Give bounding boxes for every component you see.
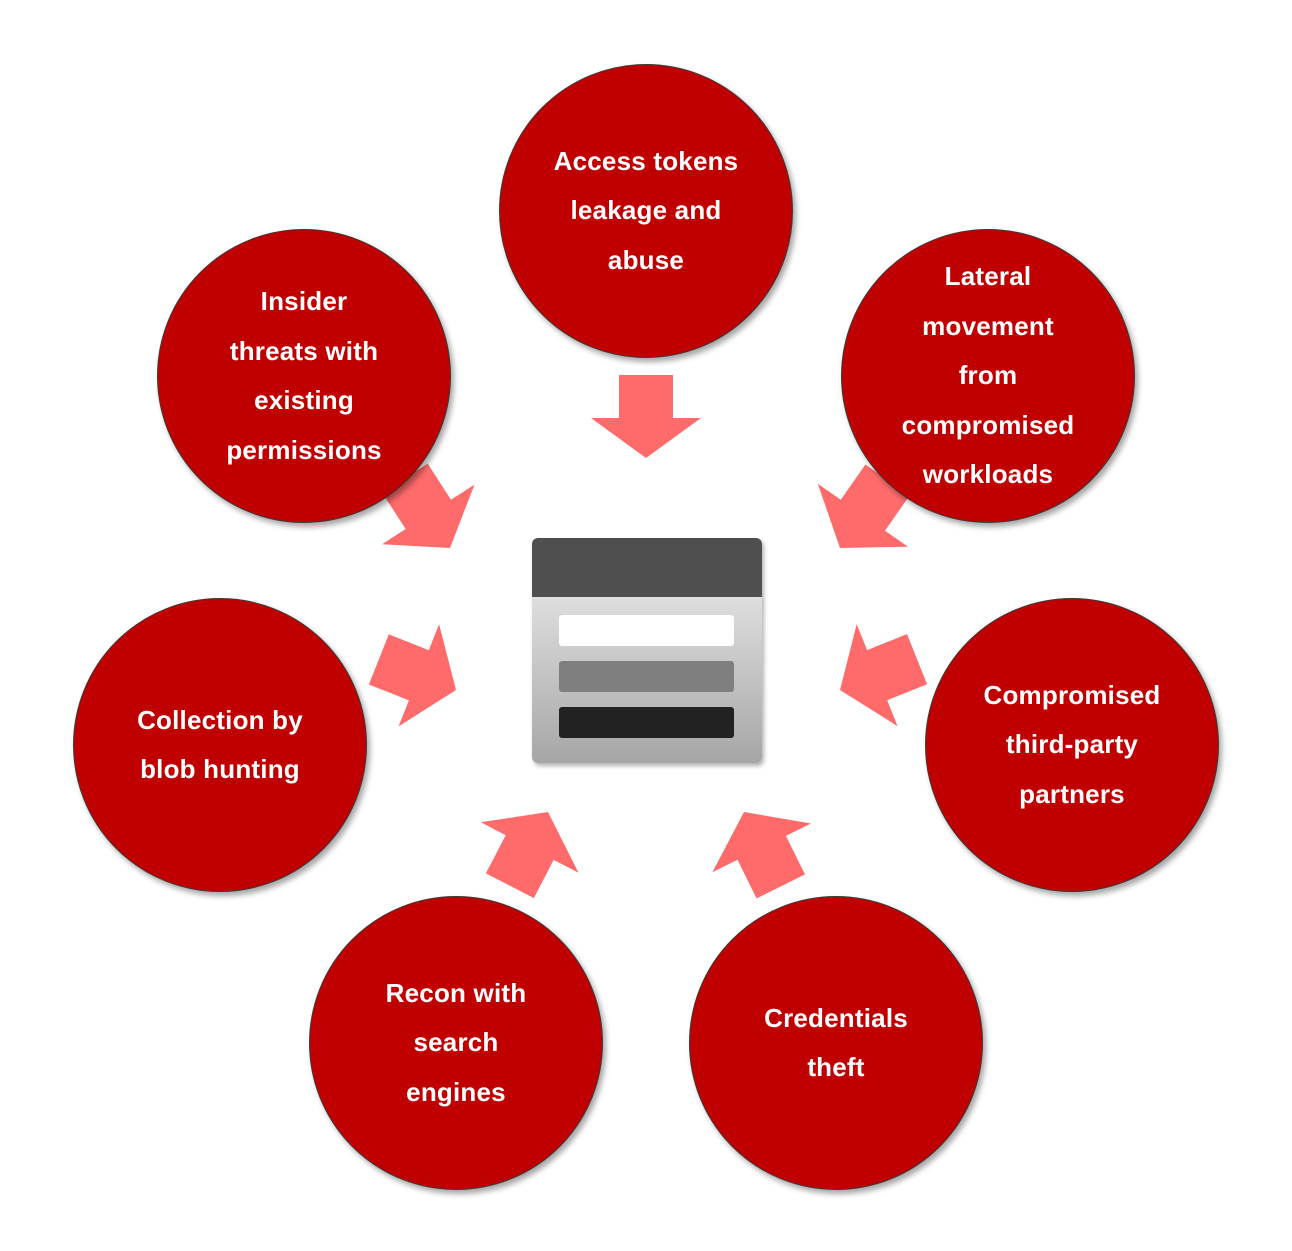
threat-label: Lateral movement from compromised worklo…	[901, 261, 1075, 490]
icon-bar-mid	[559, 661, 734, 692]
threat-circle-lateral-movement: Lateral movement from compromised worklo…	[841, 229, 1135, 523]
threat-circle-third-party: Compromised third-party partners	[925, 598, 1219, 892]
icon-header	[532, 538, 762, 597]
threat-label: Insider threats with existing permission…	[226, 286, 382, 465]
icon-bar-light	[559, 615, 734, 646]
threat-label: Compromised third-party partners	[983, 679, 1161, 809]
icon-bar-dark	[559, 707, 734, 738]
threat-circle-credentials-theft: Credentials theft	[689, 896, 983, 1190]
arrow-from-access-tokens	[591, 375, 701, 458]
threat-label: Credentials theft	[764, 1002, 908, 1083]
threat-label: Access tokens leakage and abuse	[553, 145, 739, 275]
arrow-from-insider-threats	[382, 463, 475, 548]
arrow-from-credentials-theft	[712, 812, 811, 899]
threat-label: Recon with search engines	[385, 977, 527, 1107]
threat-circle-recon: Recon with search engines	[309, 896, 603, 1190]
arrow-from-blob-hunting	[368, 624, 456, 727]
arrow-from-recon	[480, 812, 579, 899]
storage-account-icon	[532, 538, 762, 763]
arrow-from-lateral-movement	[817, 464, 910, 548]
arrow-from-third-party	[840, 624, 928, 727]
threat-circle-access-tokens: Access tokens leakage and abuse	[499, 64, 793, 358]
threat-circle-insider-threats: Insider threats with existing permission…	[157, 229, 451, 523]
threat-label: Collection by blob hunting	[137, 704, 303, 785]
threat-circle-blob-hunting: Collection by blob hunting	[73, 598, 367, 892]
